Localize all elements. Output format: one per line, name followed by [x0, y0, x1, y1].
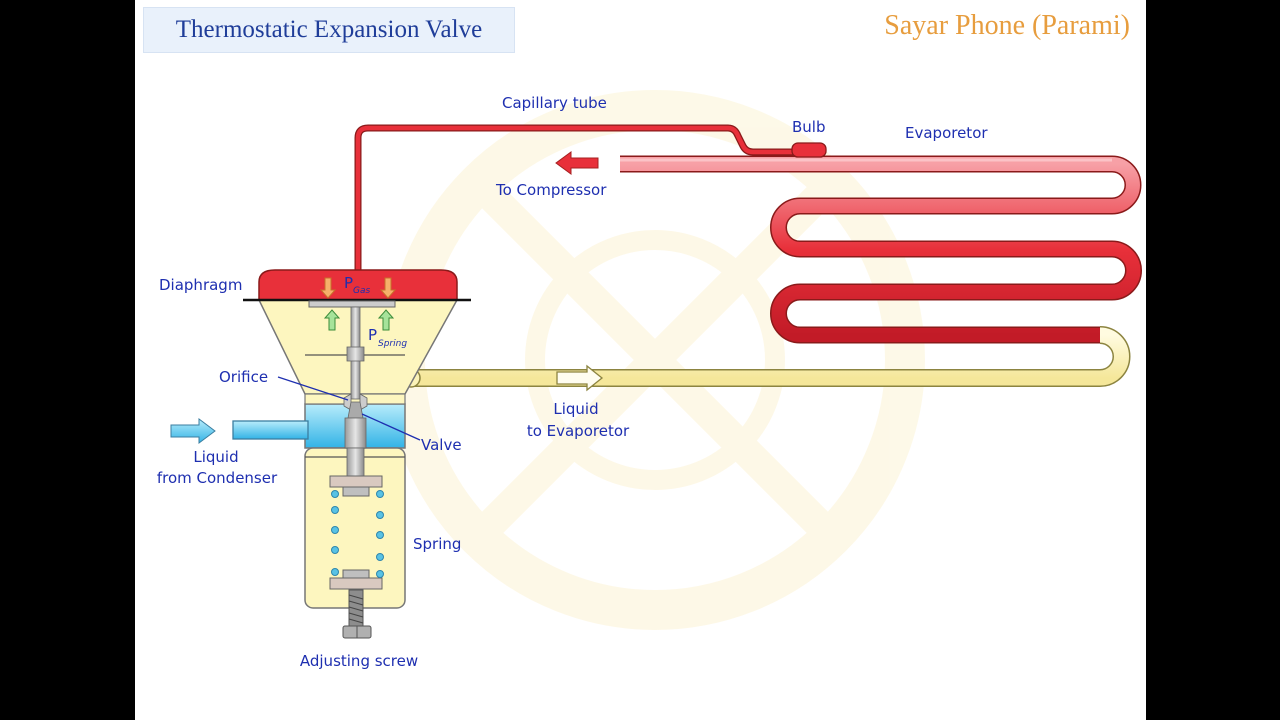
sensing-bulb [791, 142, 827, 158]
flow-arrow-to-evaporator [556, 364, 604, 392]
diagram-canvas: Thermostatic Expansion Valve Sayar Phone… [135, 0, 1146, 720]
label-p-gas-subscript: Gas [353, 286, 370, 296]
label-liquid-to-evaporator-2: to Evaporetor [527, 422, 630, 440]
page-title: Thermostatic Expansion Valve [143, 7, 515, 53]
capillary-tube [354, 124, 803, 272]
label-capillary-tube: Capillary tube [502, 94, 607, 112]
label-diaphragm: Diaphragm [159, 276, 242, 294]
spring-pressure-arrows [323, 309, 395, 331]
label-adjusting-screw: Adjusting screw [300, 652, 418, 670]
valve-diagram: Capillary tube Bulb Evaporetor To Compre… [157, 94, 1142, 670]
label-to-compressor: To Compressor [495, 181, 607, 199]
gas-pressure-arrows [319, 277, 397, 299]
evaporator-coil [620, 155, 1142, 344]
label-valve: Valve [421, 436, 462, 454]
flow-arrow-to-compressor [555, 151, 599, 175]
valve-body [232, 269, 471, 639]
label-evaporator: Evaporetor [905, 124, 988, 142]
label-liquid-from-condenser-1: Liquid [193, 448, 238, 466]
label-orifice: Orifice [219, 368, 268, 386]
label-liquid-from-condenser-2: from Condenser [157, 469, 278, 487]
label-p-spring: P [368, 326, 377, 344]
orifice-leader [277, 376, 349, 401]
flow-arrow-from-condenser [170, 418, 216, 444]
label-liquid-to-evaporator-1: Liquid [553, 400, 598, 418]
label-bulb: Bulb [792, 118, 826, 136]
spring-coils [331, 490, 384, 578]
label-p-gas: P [344, 274, 353, 292]
valve-leader [361, 413, 421, 441]
label-spring: Spring [413, 535, 461, 553]
brand-name: Sayar Phone (Parami) [884, 10, 1130, 41]
label-p-spring-subscript: Spring [378, 339, 407, 349]
